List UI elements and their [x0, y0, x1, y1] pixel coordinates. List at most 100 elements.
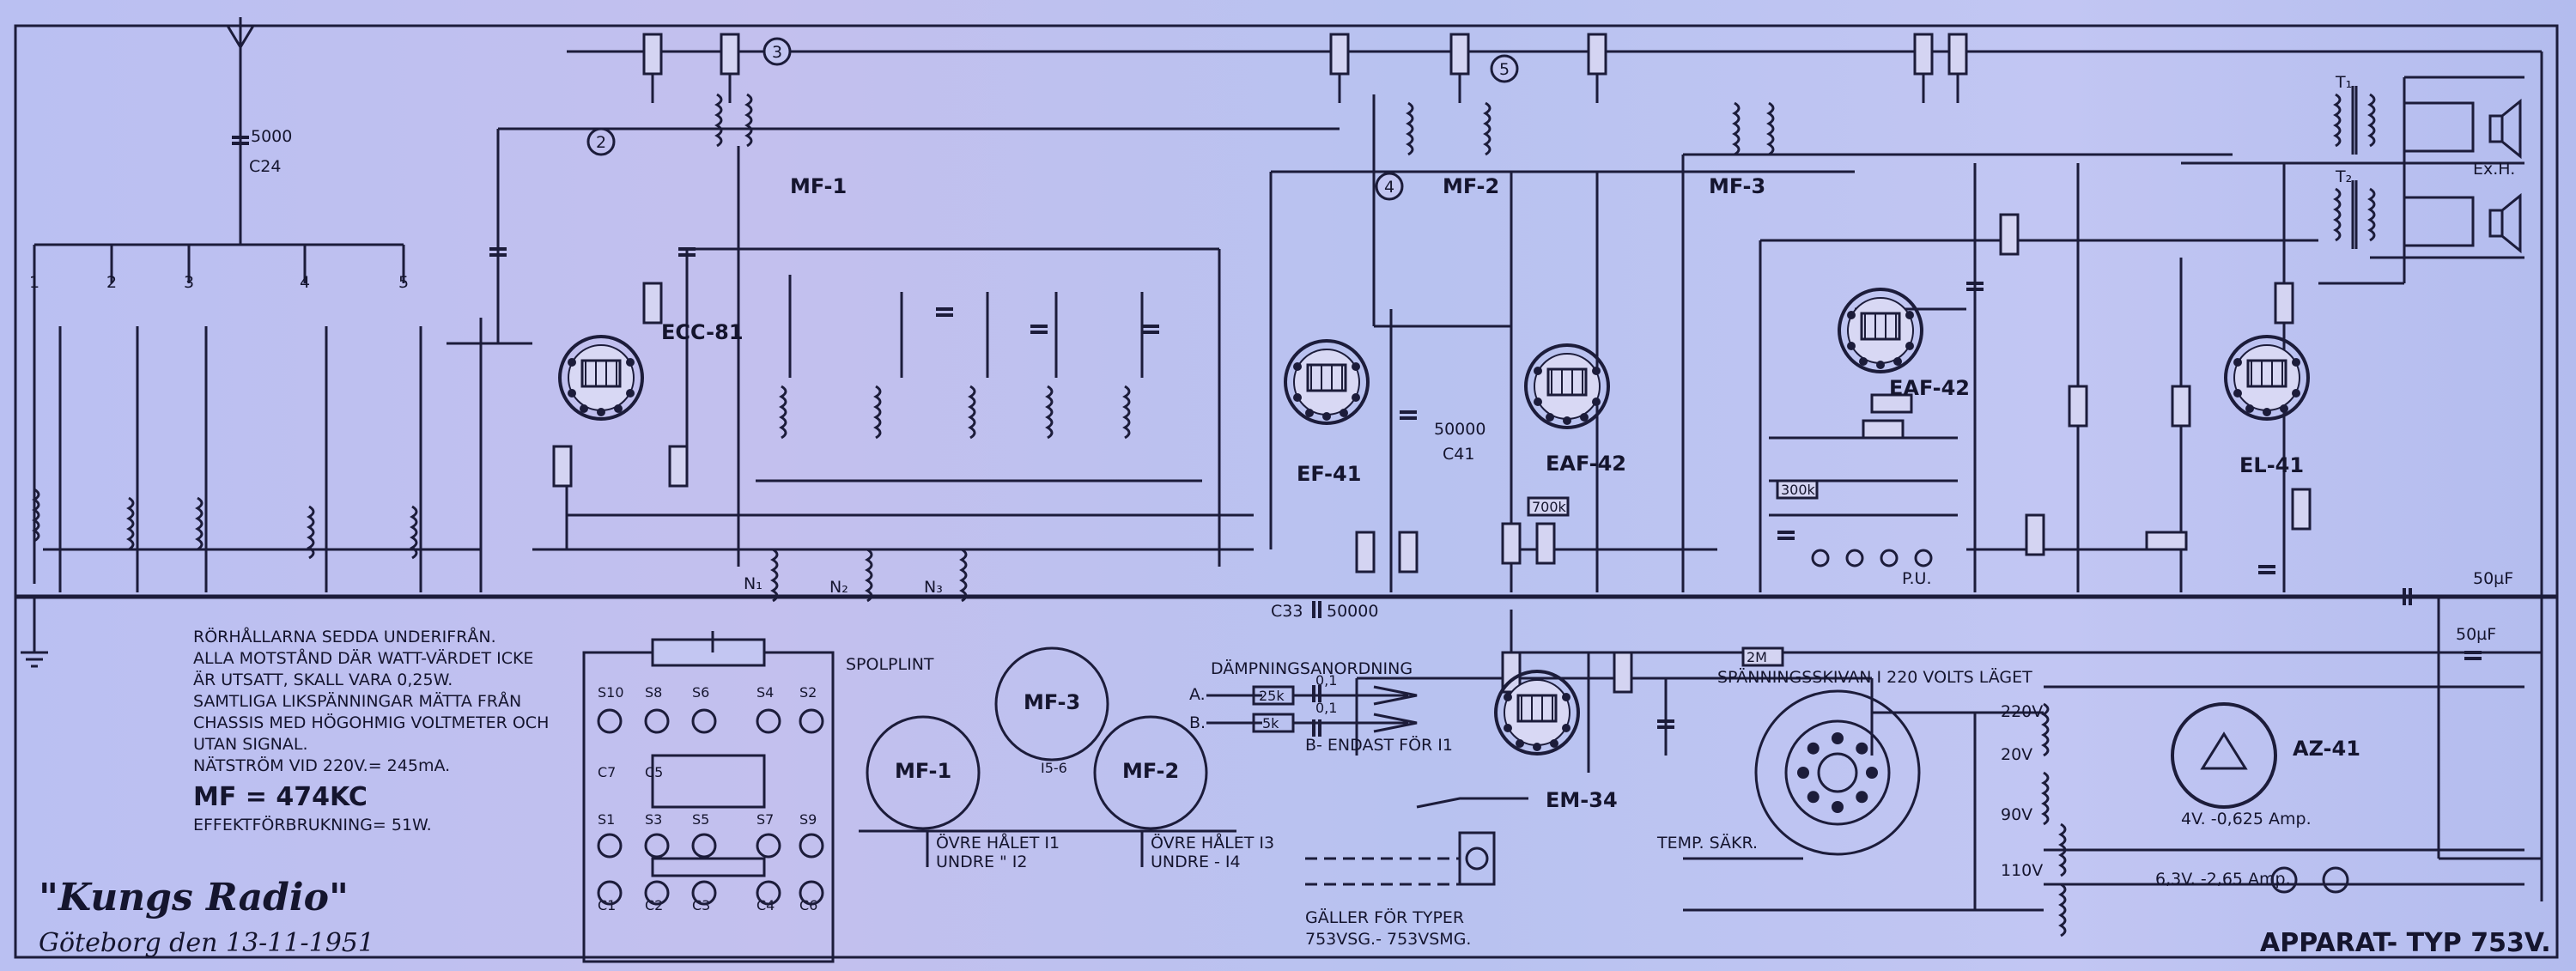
label-n1: N₁ — [744, 574, 762, 593]
spolplint-label: SPOLPLINT — [846, 655, 934, 674]
spanning-label: SPÄNNINGSSKIVAN I 220 VOLTS LÄGET — [1717, 667, 2032, 687]
el-heater-label: 6,3V. -2,65 Amp. — [2155, 870, 2291, 889]
c24-name: C24 — [249, 157, 281, 176]
voltage-selector-contacts — [1797, 732, 1878, 813]
pu-label: P.U. — [1902, 569, 1931, 588]
selector-contact — [1807, 791, 1820, 804]
svg-text:AZ-41: AZ-41 — [2293, 737, 2360, 761]
pu-terminals — [1811, 549, 1933, 567]
temp-sakr-label: TEMP. SÄKR. — [1656, 833, 1758, 853]
i56-label: I5-6 — [1041, 760, 1067, 776]
mf3-circle-label: MF-3 — [1024, 690, 1080, 714]
dampning-circuit — [1206, 685, 1418, 733]
tube-ecc81: ECC-81 — [558, 320, 744, 421]
spolplint-low-2: S5 — [692, 811, 709, 828]
galler-line-1: GÄLLER FÖR TYPER — [1305, 907, 1464, 927]
selector-contact — [1807, 742, 1820, 755]
city-date: Göteborg den 13-11-1951 — [39, 928, 374, 958]
mf2-circle-label: MF-2 — [1122, 759, 1179, 783]
tap-20v: 20V — [2001, 745, 2032, 764]
spolplint-socket — [691, 833, 717, 859]
svg-text:CHASSIS MED HÖGOHMIG VOLTMETER: CHASSIS MED HÖGOHMIG VOLTMETER OCH — [193, 713, 549, 732]
label-n3: N₃ — [924, 578, 943, 597]
spolplint-top-1: S8 — [645, 684, 662, 701]
tube-el41: EL-41 — [2224, 335, 2310, 477]
spolplint-diagram — [582, 631, 835, 963]
tap-110v: 110V — [2001, 861, 2043, 880]
dampning-a-label: A. — [1189, 685, 1206, 704]
mf1-top-label: MF-1 — [790, 174, 847, 198]
spolplint-socket — [799, 833, 824, 859]
spolplint-socket — [597, 880, 623, 906]
dampning-cap-a: 0,1 — [1315, 672, 1337, 689]
spolplint-socket — [644, 708, 670, 734]
mf-frequency: MF = 474KC — [193, 782, 368, 812]
spolplint-socket — [756, 880, 781, 906]
spolplint-socket — [644, 833, 670, 859]
spolplint-low-1: S3 — [645, 811, 662, 828]
tap-90v: 90V — [2001, 805, 2032, 824]
svg-text:ALLA MOTSTÅND DÄR WATT-VÄRDET: ALLA MOTSTÅND DÄR WATT-VÄRDET ICKE — [193, 648, 533, 668]
spolplint-socket — [756, 708, 781, 734]
spolplint-low-3: S7 — [756, 811, 774, 828]
dampning-a-res: 25k — [1259, 688, 1285, 704]
spolplint-top-0: S10 — [598, 684, 624, 701]
svg-text:SAMTLIGA LIKSPÄNNINGAR MÄTTA F: SAMTLIGA LIKSPÄNNINGAR MÄTTA FRÅN — [193, 691, 521, 711]
output-transformers — [2334, 86, 2475, 249]
c33-name: C33 — [1271, 602, 1303, 621]
brand-signature: "Kungs Radio" — [39, 876, 349, 919]
tube-az41: AZ-41 — [2171, 702, 2360, 809]
mf2-top-label: MF-2 — [1443, 174, 1499, 198]
marker-5: 5 — [1499, 60, 1510, 79]
marker-circle-2 — [586, 127, 616, 156]
t1-label: T₁ — [2335, 73, 2352, 92]
dampning-cap-b: 0,1 — [1315, 700, 1337, 716]
ex-h-label: Ex.H. — [2473, 160, 2515, 179]
tube-em34: EM-34 — [1494, 670, 1618, 812]
marker-circle-3 — [762, 37, 792, 66]
spolplint-socket — [691, 708, 717, 734]
tube-eaf42-first: EAF-42 — [1524, 343, 1626, 476]
sheet-border — [14, 24, 2559, 959]
t2-label: T₂ — [2335, 167, 2352, 186]
spolplint-top-2: S6 — [692, 684, 709, 701]
notes-block: RÖRHÅLLARNA SEDDA UNDERIFRÅN. ALLA MOTST… — [193, 627, 549, 775]
band-label-1: 1 — [29, 273, 39, 292]
mf1-circle-label: MF-1 — [895, 759, 951, 783]
power-consumption: EFFEKTFÖRBRUKNING= 51W. — [193, 815, 432, 834]
marker-2: 2 — [596, 133, 606, 152]
spolplint-mid-1: C5 — [645, 764, 663, 780]
svg-text:EL-41: EL-41 — [2239, 453, 2304, 477]
spolplint-socket — [691, 880, 717, 906]
mf-holes-left-2: UNDRE " I2 — [936, 853, 1027, 871]
band-label-2: 2 — [106, 273, 117, 292]
dampning-title: DÄMPNINGSANORDNING — [1211, 658, 1413, 678]
selector-contact — [1832, 801, 1844, 813]
spolplint-socket — [597, 833, 623, 859]
pilot-lamps — [2270, 866, 2349, 894]
cap-50uf-1: 50µF — [2473, 569, 2513, 588]
c41-name: C41 — [1443, 445, 1474, 464]
band-label-5: 5 — [398, 273, 409, 292]
spolplint-socket — [756, 833, 781, 859]
speaker-2 — [2488, 192, 2522, 254]
svg-text:EF-41: EF-41 — [1297, 462, 1361, 486]
r12-value: 700k — [1532, 499, 1567, 515]
spolplint-socket — [644, 880, 670, 906]
spolplint-socket — [597, 708, 623, 734]
voltage-selector — [1754, 689, 1921, 856]
cap-50uf-2: 50µF — [2456, 625, 2496, 644]
spolplint-mid-0: C7 — [598, 764, 616, 780]
selector-contact — [1856, 742, 1868, 755]
spolplint-low-0: S1 — [598, 811, 615, 828]
band-label-4: 4 — [300, 273, 310, 292]
antenna-symbol — [225, 17, 256, 50]
svg-text:EAF-42: EAF-42 — [1546, 452, 1626, 476]
c33-value: 50000 — [1327, 602, 1378, 621]
svg-text:EAF-42: EAF-42 — [1889, 376, 1970, 400]
mf-holes-left-1: ÖVRE HÅLET I1 — [936, 833, 1060, 853]
r17-value: 2M — [1747, 649, 1767, 665]
selector-contact — [1797, 767, 1809, 779]
marker-3: 3 — [772, 43, 782, 62]
